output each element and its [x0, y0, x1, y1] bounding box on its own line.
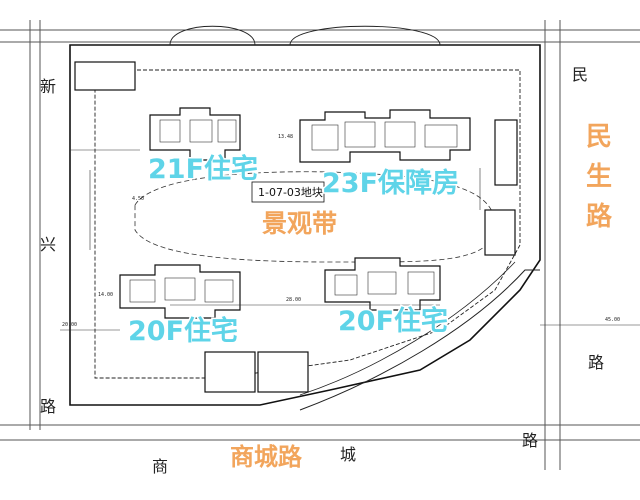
curved-road [299, 269, 540, 411]
west-facility-building [74, 61, 136, 91]
dimension-d: 20.00 [62, 322, 77, 328]
street-char-lu-south: 路 [522, 431, 538, 450]
label-20f-right: 20F住宅 [338, 305, 448, 337]
building-20f-right [324, 257, 441, 311]
street-char-xin: 新 [40, 77, 56, 96]
dimension-e: 13.48 [278, 134, 293, 140]
label-shangcheng-road: 商城路 [230, 443, 303, 471]
dimension-f: 4.50 [132, 196, 144, 202]
dimension-lines [60, 149, 640, 331]
curved-road-inner [299, 261, 516, 396]
building-23f [299, 109, 471, 163]
plot-tag: 1-07-03地块 [258, 186, 323, 199]
street-char-cheng: 城 [340, 445, 356, 464]
street-char-min: 民 [572, 65, 588, 84]
label-20f-left: 20F住宅 [128, 315, 238, 347]
label-landscape-belt: 景观带 [262, 209, 337, 238]
label-minsheng-road-char2: 生 [586, 162, 612, 192]
label-23f-affordable: 23F保障房 [322, 167, 459, 199]
dimension-b: 14.00 [98, 292, 113, 298]
east-strip-building [494, 119, 518, 186]
dimension-a: 28.00 [286, 297, 301, 303]
street-char-shang: 商 [152, 457, 168, 476]
plot-tag-box [251, 181, 325, 203]
building-21f [149, 107, 241, 161]
label-minsheng-road-char3: 路 [586, 201, 613, 232]
street-char-lu-west: 路 [40, 397, 56, 416]
inner-road-loop [94, 69, 521, 379]
dimension-c: 45.00 [605, 317, 620, 323]
north-gate-arch-left [169, 25, 256, 46]
label-minsheng-road-char1: 民 [586, 122, 612, 152]
south-podium-left [204, 351, 256, 393]
north-gate-arch-right [289, 25, 441, 46]
site-boundary [69, 44, 541, 406]
east-service-building [484, 209, 516, 256]
street-edges [0, 20, 640, 470]
south-podium-right [257, 351, 309, 393]
street-char-xing: 兴 [40, 235, 56, 254]
label-21f-residential: 21F住宅 [148, 153, 258, 185]
street-char-lu-east: 路 [588, 353, 604, 372]
